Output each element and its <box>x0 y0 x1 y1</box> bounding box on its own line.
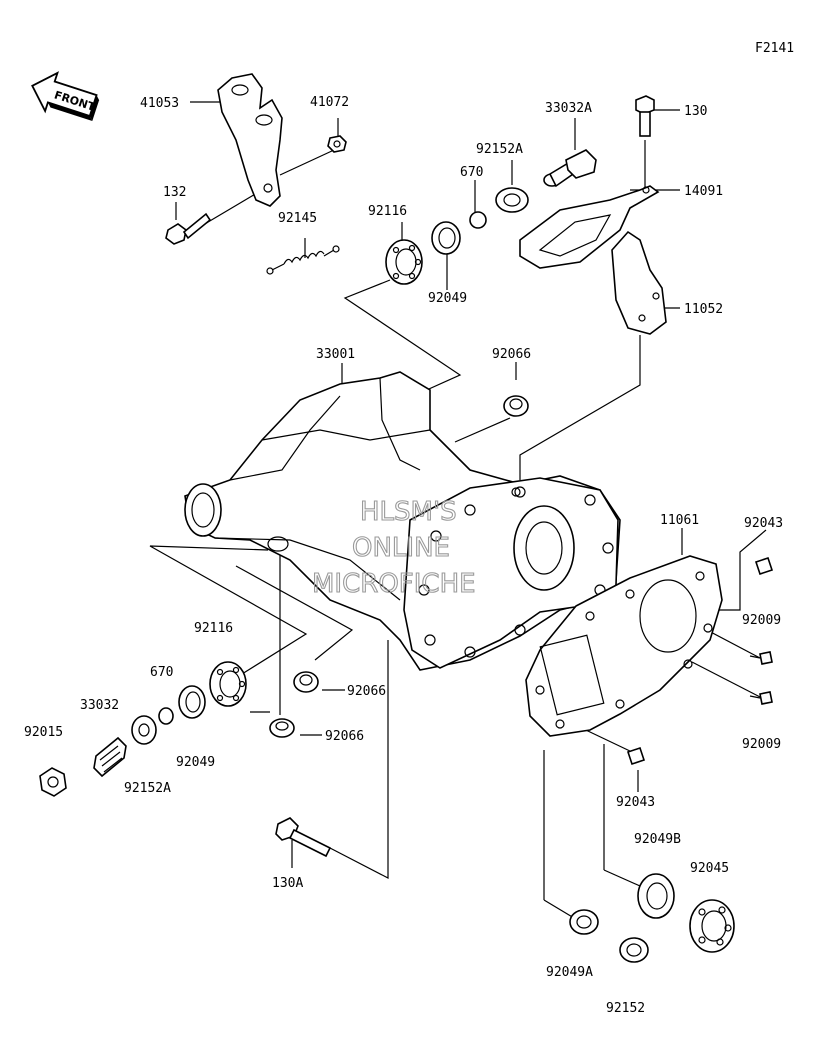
part-label-92152A-top: 92152A <box>476 142 523 157</box>
dowel-bottom-icon <box>626 746 646 766</box>
part-label-33001: 33001 <box>316 347 355 362</box>
seal-bottom-icon <box>178 685 206 719</box>
washer-top-icon <box>495 187 529 213</box>
part-label-41053: 41053 <box>140 96 179 111</box>
bolt-130A-icon <box>275 817 332 858</box>
part-label-92009-top: 92009 <box>742 613 781 628</box>
bearing-bottom-icon <box>209 661 247 707</box>
part-label-92043-bottom: 92043 <box>616 795 655 810</box>
part-label-33032: 33032 <box>80 698 119 713</box>
o-ring-bottom-icon <box>158 707 174 725</box>
dowel-top-icon <box>754 556 774 576</box>
part-label-33032A: 33032A <box>545 101 592 116</box>
bearing-92045-icon <box>689 899 735 953</box>
cover-plate-icon <box>519 185 660 269</box>
watermark: HLSM'S ONLINE MICROFICHE <box>311 496 476 599</box>
seal-92049A-icon <box>569 909 599 935</box>
part-label-92045: 92045 <box>690 861 729 876</box>
nut-icon <box>327 135 347 153</box>
part-label-92049B: 92049B <box>634 832 681 847</box>
seal-top-icon <box>431 221 461 255</box>
bracket-icon <box>611 230 667 335</box>
cap-mid-icon <box>293 671 319 693</box>
part-label-130A: 130A <box>272 876 303 891</box>
brake-lever-icon <box>217 73 283 207</box>
bolt-130-top-icon <box>635 95 655 137</box>
seal-92049B-icon <box>637 873 675 919</box>
swing-arm-housing-icon <box>184 371 621 671</box>
cap-low-icon <box>269 718 295 738</box>
screw-top-icon <box>749 651 773 665</box>
cap-top-icon <box>503 395 529 417</box>
nut-bottom-icon <box>39 767 67 797</box>
o-ring-top-icon <box>469 211 487 229</box>
part-label-92145: 92145 <box>278 211 317 226</box>
part-label-92066-top: 92066 <box>492 347 531 362</box>
watermark-line-1: HLSM'S <box>360 497 457 527</box>
bearing-top-icon <box>385 239 423 285</box>
part-label-92116-top: 92116 <box>368 204 407 219</box>
part-label-92066-low: 92066 <box>325 729 364 744</box>
screw-bottom-icon <box>749 691 773 705</box>
part-label-92049-bottom: 92049 <box>176 755 215 770</box>
shaft-top-icon <box>543 149 597 188</box>
gasket-icon <box>525 555 723 737</box>
part-label-11061: 11061 <box>660 513 699 528</box>
part-label-670-top: 670 <box>460 165 483 180</box>
front-arrow-icon: FRONT <box>31 71 100 122</box>
part-label-92049A: 92049A <box>546 965 593 980</box>
spring-icon <box>266 245 340 275</box>
part-label-132: 132 <box>163 185 186 200</box>
part-label-92043-top: 92043 <box>744 516 783 531</box>
part-label-41072: 41072 <box>310 95 349 110</box>
part-label-130: 130 <box>684 104 707 119</box>
leader-lines <box>149 101 767 919</box>
part-label-92152A-bottom: 92152A <box>124 781 171 796</box>
part-label-670-bottom: 670 <box>150 665 173 680</box>
bolt-132-icon <box>165 212 212 245</box>
shaft-bottom-icon <box>93 736 127 778</box>
part-label-92015: 92015 <box>24 725 63 740</box>
part-label-92116-bottom: 92116 <box>194 621 233 636</box>
part-label-92009-bottom: 92009 <box>742 737 781 752</box>
part-label-92049-top: 92049 <box>428 291 467 306</box>
watermark-line-3: MICROFICHE <box>312 569 476 599</box>
part-label-11052: 11052 <box>684 302 723 317</box>
washer-bottom-icon <box>131 715 157 745</box>
bushing-92152-icon <box>619 937 649 963</box>
figure-code: F2141 <box>755 41 794 56</box>
part-label-92066-mid: 92066 <box>347 684 386 699</box>
part-label-14091: 14091 <box>684 184 723 199</box>
watermark-line-2: ONLINE <box>352 533 450 563</box>
part-label-92152: 92152 <box>606 1001 645 1016</box>
part-labels: 41053 41072 33032A 130 132 92152A 670 14… <box>24 95 783 1016</box>
